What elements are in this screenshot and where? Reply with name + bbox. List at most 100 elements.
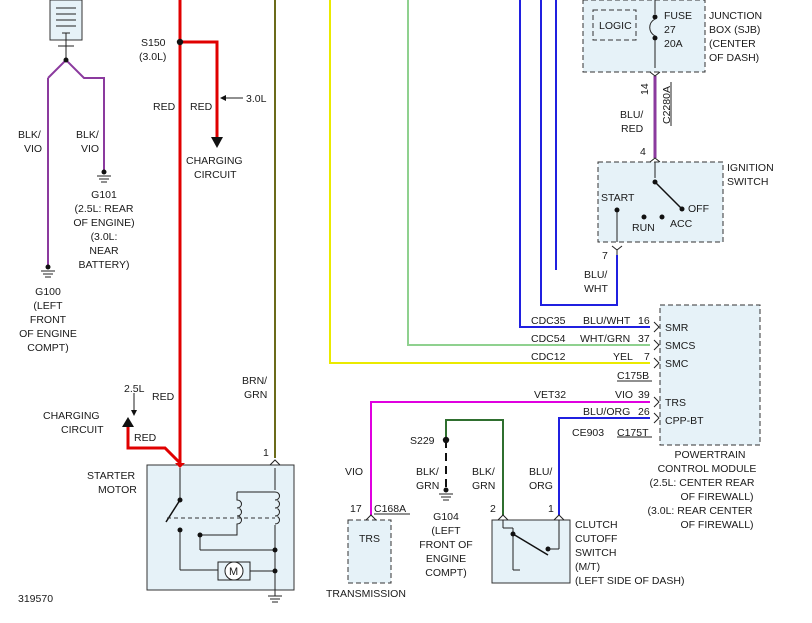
wire-blk-vio <box>47 58 105 265</box>
clutch-pin-a: 2 <box>490 503 496 515</box>
charging-circuit-top-2: CIRCUIT <box>194 169 237 181</box>
ignition-name-1: IGNITION <box>727 162 774 174</box>
pcm-row-smr: CDC35 BLU/WHT 16 SMR <box>531 315 689 334</box>
wire-blu-red-label-1: BLU/ <box>620 109 643 121</box>
svg-text:26: 26 <box>638 406 650 418</box>
pcm-row-smcs: CDC54 WHT/GRN 37 SMCS <box>531 333 695 352</box>
pcm-row-cpp: BLU/ORG 26 CPP-BT CE903 <box>572 406 704 439</box>
svg-text:OF FIREWALL): OF FIREWALL) <box>680 519 753 531</box>
arrow-30-head <box>220 95 226 101</box>
wire-vio-trs <box>370 401 650 515</box>
wire-red-charging-25 <box>126 427 182 465</box>
svg-text:VIO: VIO <box>615 389 633 401</box>
svg-text:OF ENGINE: OF ENGINE <box>19 328 77 340</box>
svg-text:(2.5L: REAR: (2.5L: REAR <box>75 203 134 215</box>
wire-blu-org-label-2: ORG <box>529 480 553 492</box>
ground-g100-label: G100 (LEFT FRONT OF ENGINE COMPT) <box>19 286 77 354</box>
pcm-name: POWERTRAIN CONTROL MODULE (2.5L: CENTER … <box>647 449 756 531</box>
svg-text:CPP-BT: CPP-BT <box>665 415 704 427</box>
ground-g101-label: G101 (2.5L: REAR OF ENGINE) (3.0L: NEAR … <box>73 189 134 271</box>
svg-text:CONTROL MODULE: CONTROL MODULE <box>658 463 757 475</box>
svg-text:BATTERY): BATTERY) <box>79 259 130 271</box>
arrow-25-head <box>131 410 137 416</box>
sjb-pin-label: 14 <box>639 83 651 95</box>
svg-text:SMC: SMC <box>665 358 689 370</box>
pcm-pin-marks <box>653 321 660 424</box>
starter-name-1: STARTER <box>87 470 135 482</box>
transmission-trs-label: TRS <box>359 533 380 545</box>
svg-text:NEAR: NEAR <box>89 245 119 257</box>
wire-red-label-right: RED <box>190 101 213 113</box>
starter-coil-1 <box>200 492 242 536</box>
engine-25-label: 2.5L <box>124 383 145 395</box>
sjb-name: JUNCTION BOX (SJB) (CENTER OF DASH) <box>709 10 762 64</box>
ignition-run-label: RUN <box>632 222 655 234</box>
svg-text:G104: G104 <box>433 511 459 523</box>
transmission-pin: 17 <box>350 503 362 515</box>
arrow-charging-left <box>122 417 134 427</box>
starter-pin-label: 1 <box>263 447 269 459</box>
sjb-fuse-label: FUSE <box>664 10 692 22</box>
svg-text:BLU/ORG: BLU/ORG <box>583 406 630 418</box>
pcm-row-smc: CDC12 YEL 7 SMC <box>531 351 689 370</box>
svg-text:OF ENGINE): OF ENGINE) <box>73 217 134 229</box>
svg-text:CE903: CE903 <box>572 427 604 439</box>
arrow-charging-top <box>211 137 223 148</box>
diagram-id: 319570 <box>18 593 53 605</box>
svg-text:(LEFT: (LEFT <box>431 525 461 537</box>
svg-text:POWERTRAIN: POWERTRAIN <box>675 449 746 461</box>
wire-blk-vio-left-1: BLK/ <box>18 129 41 141</box>
starter-box <box>146 464 295 591</box>
ignition-pin-out: 7 <box>602 250 608 262</box>
splice-s150-dot <box>176 38 184 46</box>
ignition-switch-blade <box>654 181 682 209</box>
wire-brn-grn-label-1: BRN/ <box>242 375 267 387</box>
wire-blk-vio-left-2: VIO <box>24 143 42 155</box>
charging-circuit-left-1: CHARGING <box>43 410 100 422</box>
ground-g101-symbol <box>97 169 111 183</box>
charging-circuit-left-2: CIRCUIT <box>61 424 104 436</box>
ground-starter-symbol <box>268 590 282 603</box>
wire-red-label-charging: RED <box>134 432 157 444</box>
svg-text:(LEFT: (LEFT <box>33 300 63 312</box>
transmission-name: TRANSMISSION <box>326 588 406 600</box>
svg-text:(2.5L: CENTER REAR: (2.5L: CENTER REAR <box>649 477 754 489</box>
svg-text:CDC12: CDC12 <box>531 351 566 363</box>
wire-blk-grn-dashed-1: BLK/ <box>416 466 439 478</box>
svg-text:(LEFT SIDE OF DASH): (LEFT SIDE OF DASH) <box>575 575 685 587</box>
splice-s150-engine-label: (3.0L) <box>139 51 166 63</box>
wire-blu-wht-label-2: WHT <box>584 283 608 295</box>
wire-blk-grn <box>445 419 504 515</box>
ground-g104-label: G104 (LEFT FRONT OF ENGINE COMPT) <box>419 511 472 579</box>
pcm-connector-t: C175T <box>617 427 649 439</box>
wire-blu-org-label-1: BLU/ <box>529 466 552 478</box>
wire-yel <box>329 0 650 364</box>
svg-text:16: 16 <box>638 315 650 327</box>
ignition-switch-box <box>597 161 724 243</box>
wire-blk-vio-right-1: BLK/ <box>76 129 99 141</box>
svg-text:37: 37 <box>638 333 650 345</box>
svg-text:39: 39 <box>638 389 650 401</box>
pcm-box <box>659 304 761 446</box>
wire-blu-wht-smr <box>519 0 650 328</box>
svg-text:(3.0L:: (3.0L: <box>91 231 118 243</box>
pcm-connector-b: C175B <box>617 370 649 382</box>
svg-text:CDC54: CDC54 <box>531 333 566 345</box>
ground-g104-symbol <box>439 487 453 501</box>
svg-text:CDC35: CDC35 <box>531 315 566 327</box>
svg-text:(3.0L: REAR CENTER: (3.0L: REAR CENTER <box>647 505 752 517</box>
sjb-box <box>582 0 706 73</box>
sjb-connector-label: C2280A <box>661 86 673 124</box>
sjb-fuse-num: 27 <box>664 24 676 36</box>
sjb-logic-box <box>592 9 637 41</box>
wire-blk-grn-label-2: GRN <box>472 480 495 492</box>
svg-text:SMR: SMR <box>665 322 689 334</box>
svg-text:FRONT OF: FRONT OF <box>419 539 472 551</box>
ignition-acc-label: ACC <box>670 218 693 230</box>
svg-text:BOX (SJB): BOX (SJB) <box>709 24 760 36</box>
svg-text:VET32: VET32 <box>534 389 566 401</box>
starter-motor-symbol: M <box>229 566 238 578</box>
wire-blu-org <box>558 417 650 515</box>
